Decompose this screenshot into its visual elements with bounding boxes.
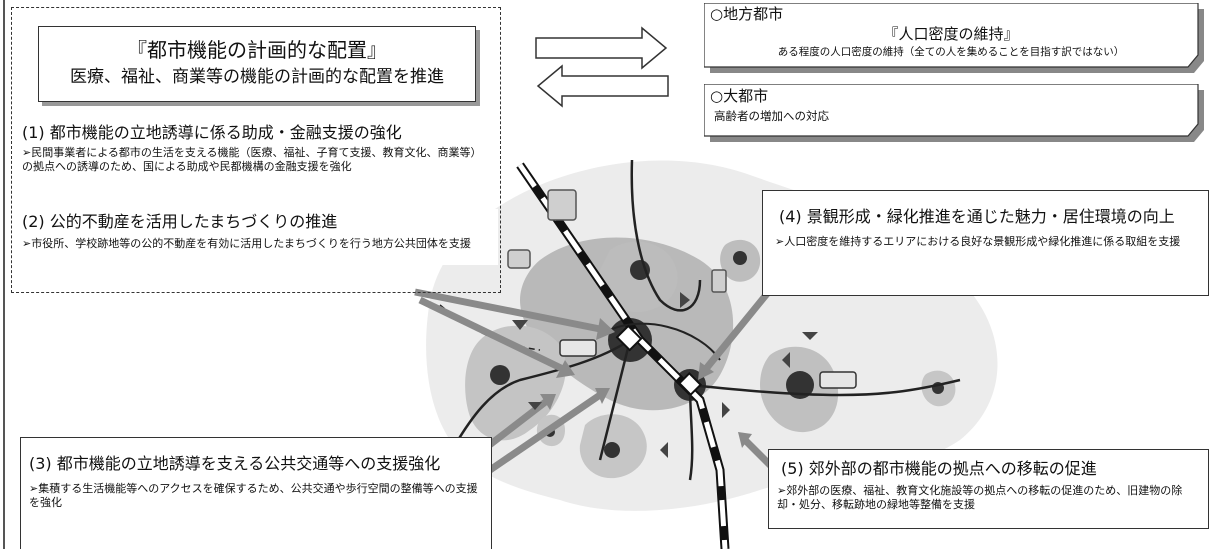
left-edge-line (3, 0, 5, 549)
left-measures-frame (11, 7, 501, 293)
measure-5-title: (5) 郊外部の都市機能の拠点への移転の促進 (781, 459, 1097, 478)
measure-2-box: (2) 公的不動産を活用したまちづくりの推進 ➢市役所、学校跡地等の公的不動産を… (14, 209, 498, 265)
measure-4-body: ➢人口密度を維持するエリアにおける良好な景観形成や緑化推進に係る取組を支援 (775, 235, 1181, 248)
big-city-callout-shape (704, 84, 1204, 142)
main-policy-subtitle: 医療、福祉、商業等の機能の計画的な配置を推進 (70, 67, 444, 87)
measure-4-box: (4) 景観形成・緑化推進を通じた魅力・居住環境の向上 ➢人口密度を維持するエリ… (762, 190, 1209, 296)
main-policy-box: 『都市機能の計画的な配置』 医療、福祉、商業等の機能の計画的な配置を推進 (38, 26, 476, 102)
main-policy-title: 『都市機能の計画的な配置』 (127, 38, 387, 62)
regional-city-subtitle: 『人口密度の維持』 (883, 25, 1019, 43)
measure-3-body: ➢集積する生活機能等へのアクセスを確保するため、公共交通や歩行空間の整備等への支… (29, 482, 478, 509)
measure-1-box: (1) 都市機能の立地誘導に係る助成・金融支援の強化 ➢民間事業者による都市の生… (14, 118, 498, 206)
measure-2-body: ➢市役所、学校跡地等の公的不動産を有効に活用したまちづくりを行う地方公共団体を支… (22, 237, 471, 250)
measure-1-title: (1) 都市機能の立地誘導に係る助成・金融支援の強化 (22, 123, 402, 142)
left-arrow-icon (536, 64, 669, 108)
measure-3-box: (3) 都市機能の立地誘導を支える公共交通等への支援強化 ➢集積する生活機能等へ… (20, 437, 492, 549)
big-city-box: ○大都市 高齢者の増加への対応 (704, 84, 1209, 144)
big-city-heading: ○大都市 (710, 87, 769, 105)
measure-4-title: (4) 景観形成・緑化推進を通じた魅力・居住環境の向上 (779, 207, 1175, 226)
measure-3-title: (3) 都市機能の立地誘導を支える公共交通等への支援強化 (29, 454, 441, 473)
measure-1-body: ➢民間事業者による都市の生活を支える機能（医療、福祉、子育て支援、教育文化、商業… (22, 146, 482, 173)
right-arrow-icon (535, 26, 668, 70)
regional-city-heading: ○地方都市 (710, 5, 784, 23)
double-arrow (535, 26, 669, 108)
measure-5-box: (5) 郊外部の都市機能の拠点への移転の促進 ➢郊外部の医療、福祉、教育文化施設… (768, 449, 1209, 529)
big-city-note: 高齢者の増加への対応 (714, 109, 829, 123)
regional-city-callout-shape (704, 3, 1204, 73)
measure-5-body: ➢郊外部の医療、福祉、教育文化施設等の拠点への移転の促進のため、旧建物の除却・処… (777, 484, 1183, 511)
regional-city-note: ある程度の人口密度の維持（全ての人を集めることを目指す訳ではない） (777, 46, 1125, 58)
regional-city-box: ○地方都市 『人口密度の維持』 ある程度の人口密度の維持（全ての人を集めることを… (704, 3, 1209, 75)
measure-2-title: (2) 公的不動産を活用したまちづくりの推進 (22, 212, 338, 231)
